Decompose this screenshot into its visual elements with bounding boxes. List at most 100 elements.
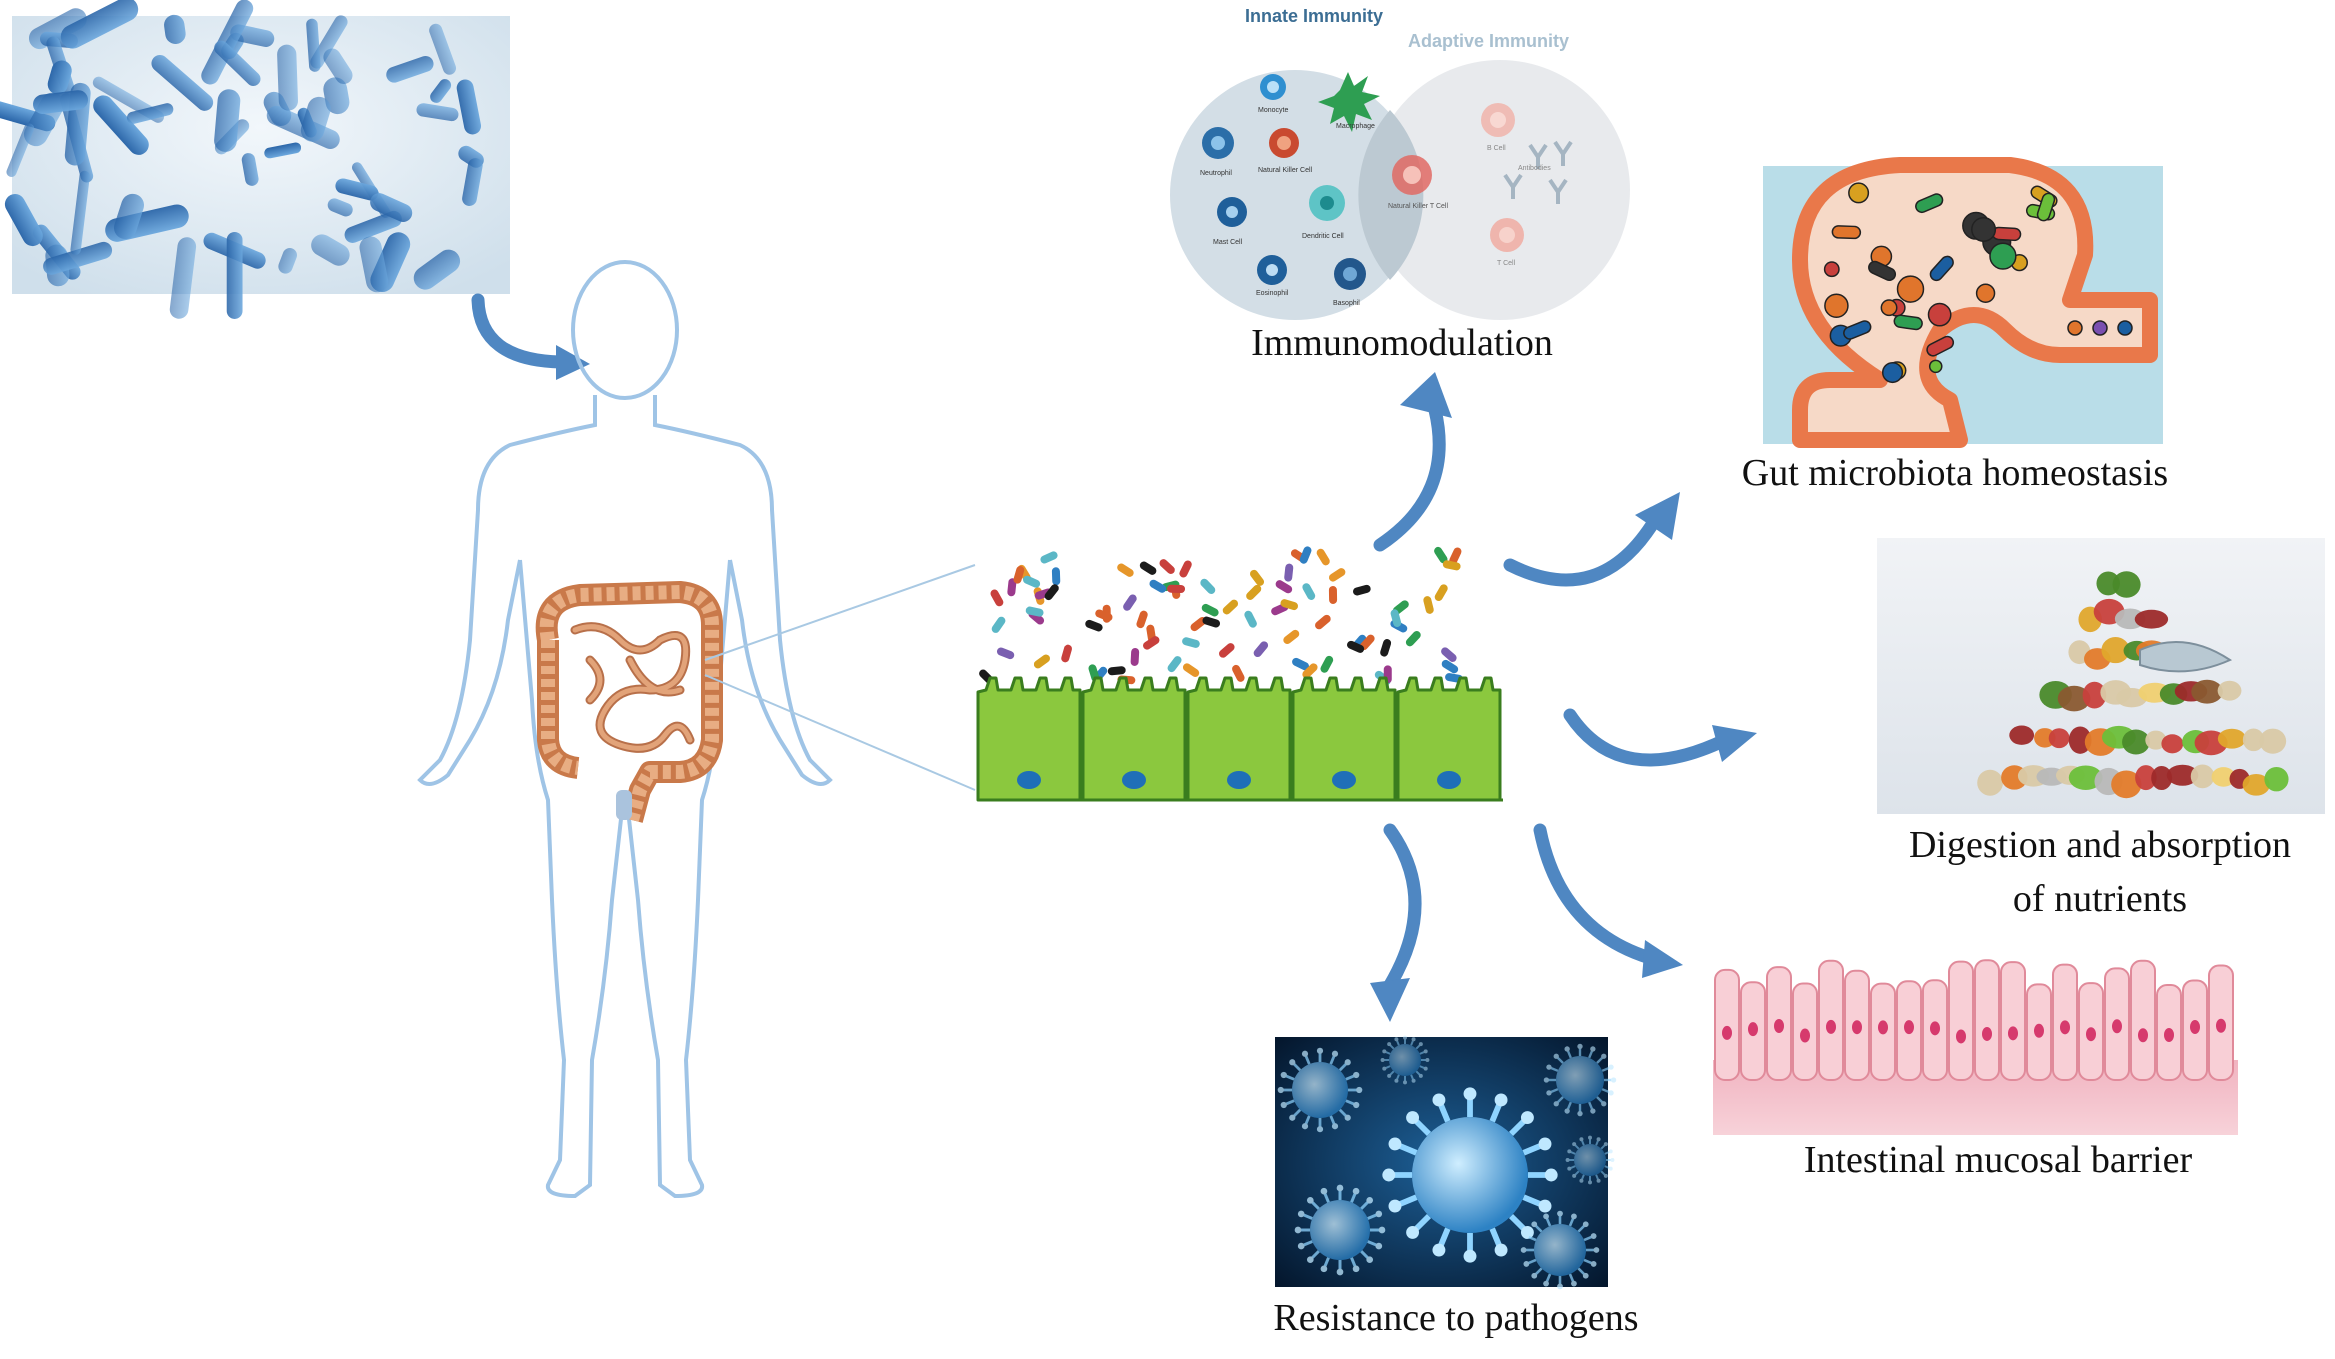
microbe bbox=[1200, 578, 1216, 594]
microbe bbox=[1095, 609, 1113, 622]
microbe bbox=[1302, 583, 1316, 600]
microbe bbox=[1280, 599, 1299, 611]
cell-label: Natural Killer T Cell bbox=[1388, 203, 1448, 210]
virus-spike-tip bbox=[1520, 1247, 1527, 1253]
virus-spike-tip bbox=[1411, 1078, 1416, 1083]
virus-spike-tip bbox=[1608, 1064, 1614, 1070]
cell-label: Monocyte bbox=[1258, 107, 1288, 114]
food-item bbox=[2082, 681, 2107, 709]
microbe bbox=[1182, 637, 1200, 648]
mucosa-nucleus bbox=[2138, 1028, 2148, 1043]
virus-spike-tip bbox=[1388, 1199, 1402, 1213]
virus-particle bbox=[1543, 1043, 1617, 1117]
food-item bbox=[2101, 637, 2130, 664]
microbe bbox=[1061, 644, 1073, 663]
food-item bbox=[2009, 725, 2035, 745]
microbe bbox=[1275, 580, 1293, 594]
cartoon-microbe bbox=[1868, 260, 1897, 281]
cartoon-microbe bbox=[1896, 275, 1925, 303]
virus-spike-tip bbox=[1432, 1093, 1446, 1107]
food-item bbox=[2135, 765, 2157, 791]
virus-spike-tip bbox=[1553, 1053, 1559, 1059]
virus-spike-tip bbox=[1403, 1035, 1407, 1040]
virus-spike-tip bbox=[1557, 1210, 1563, 1217]
food-item bbox=[2217, 680, 2242, 701]
microbe bbox=[1202, 616, 1221, 628]
virus-spike-tip bbox=[1320, 1265, 1328, 1273]
virus-body bbox=[1292, 1062, 1348, 1118]
virus-spike-tip bbox=[1590, 1046, 1596, 1052]
virus-spike-tip bbox=[1608, 1149, 1613, 1154]
cartoon-microbe bbox=[2117, 320, 2133, 336]
microbe bbox=[1244, 610, 1257, 628]
bacterium-rod bbox=[226, 231, 243, 319]
virus-spike-tip bbox=[1316, 1126, 1324, 1133]
microbe bbox=[1007, 578, 1017, 597]
pathogens-label: Resistance to pathogens bbox=[1273, 1297, 1638, 1339]
virus-particle bbox=[1277, 1047, 1363, 1133]
cartoon-microbe bbox=[1989, 242, 2017, 270]
mucosa-nucleus bbox=[1826, 1019, 1836, 1034]
virus-spike-tip bbox=[1564, 1108, 1570, 1114]
mucosa-nucleus bbox=[2112, 1019, 2122, 1034]
curved-arrow-icon bbox=[1533, 823, 1657, 965]
microbe bbox=[1353, 584, 1371, 596]
virus-spike-tip bbox=[1610, 1077, 1617, 1083]
epithelial-cell bbox=[1396, 676, 1502, 802]
virus-body bbox=[1389, 1044, 1421, 1076]
human-body-outline bbox=[417, 260, 833, 1199]
food-item bbox=[2134, 609, 2169, 629]
virus-spike-tip bbox=[1352, 1187, 1360, 1195]
virus-spike-tip bbox=[1382, 1168, 1396, 1182]
food-item bbox=[2211, 767, 2236, 787]
mucosa-cell bbox=[1948, 960, 1974, 1081]
virus-body bbox=[1556, 1056, 1604, 1104]
food-item bbox=[2166, 764, 2199, 786]
virus-spike-tip bbox=[1301, 1050, 1309, 1057]
virus-spike-tip bbox=[1590, 1108, 1596, 1114]
virus-spike-tip bbox=[1352, 1265, 1360, 1273]
mucosa-nucleus bbox=[1878, 1020, 1888, 1035]
virus-spike-tip bbox=[1411, 1037, 1416, 1042]
bacterium-rod bbox=[278, 248, 297, 274]
virus-spike-tip bbox=[1582, 1221, 1589, 1228]
mucosa-cell bbox=[1714, 968, 1740, 1081]
epithelial-cell bbox=[1291, 676, 1397, 802]
virus-spike-tip bbox=[1596, 1137, 1601, 1142]
bacterium-rod bbox=[60, 0, 139, 49]
microbe bbox=[1442, 560, 1461, 571]
virus-spike-tip bbox=[1388, 1137, 1402, 1151]
virus-spike-tip bbox=[1588, 1135, 1592, 1140]
virus-spike-tip bbox=[1331, 1050, 1339, 1057]
microbe bbox=[1190, 616, 1207, 632]
virus-particle bbox=[1565, 1135, 1615, 1185]
virus-spike-tip bbox=[1603, 1142, 1608, 1147]
virus-spike-tip bbox=[1378, 1226, 1386, 1234]
virus-spike-tip bbox=[1316, 1047, 1324, 1054]
virus-spike-tip bbox=[1494, 1093, 1508, 1107]
virus-spike-tip bbox=[1608, 1166, 1613, 1171]
microbe bbox=[1179, 560, 1192, 578]
microbe bbox=[1292, 657, 1310, 671]
innate-immunity-title: Innate Immunity bbox=[1245, 6, 1383, 26]
microbe bbox=[1123, 594, 1137, 611]
cartoon-microbe bbox=[1831, 225, 1862, 240]
virus-spike-tip bbox=[1344, 1059, 1351, 1066]
food-item bbox=[2048, 728, 2070, 749]
epithelial-cell bbox=[1186, 676, 1292, 802]
epithelial-cell bbox=[976, 676, 1082, 802]
virus-spike-tip bbox=[1297, 1210, 1305, 1218]
bacterium-rod bbox=[416, 103, 459, 122]
bacterium-rod bbox=[323, 48, 353, 84]
mucosa-cells bbox=[1713, 959, 2238, 1135]
bacterium-rod bbox=[126, 103, 174, 124]
cartoon-microbe bbox=[1929, 255, 1954, 282]
cartoon-microbe bbox=[1880, 299, 1898, 317]
bacterium-rod bbox=[113, 193, 145, 240]
bacterium-rod bbox=[169, 237, 197, 319]
food-item bbox=[2161, 734, 2184, 754]
microbe bbox=[1315, 614, 1331, 630]
food-item bbox=[2112, 571, 2141, 598]
microbe bbox=[1040, 551, 1058, 564]
